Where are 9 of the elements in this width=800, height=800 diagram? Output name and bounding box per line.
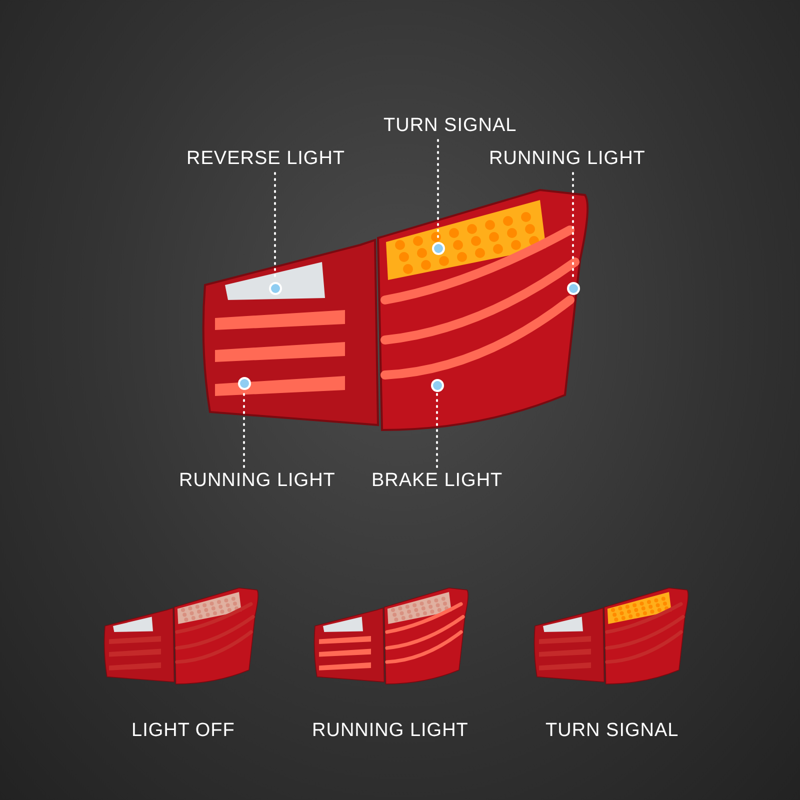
callout-label: RUNNING LIGHT xyxy=(179,470,336,492)
callout-label: BRAKE LIGHT xyxy=(372,470,503,492)
callout-label: TURN SIGNAL xyxy=(384,115,517,137)
caption: TURN SIGNAL xyxy=(546,720,679,742)
caption: LIGHT OFF xyxy=(132,720,235,742)
leader-line xyxy=(436,391,438,468)
callout-label: RUNNING LIGHT xyxy=(489,148,646,170)
callout-label: REVERSE LIGHT xyxy=(186,148,346,170)
caption: RUNNING LIGHT xyxy=(312,720,468,742)
